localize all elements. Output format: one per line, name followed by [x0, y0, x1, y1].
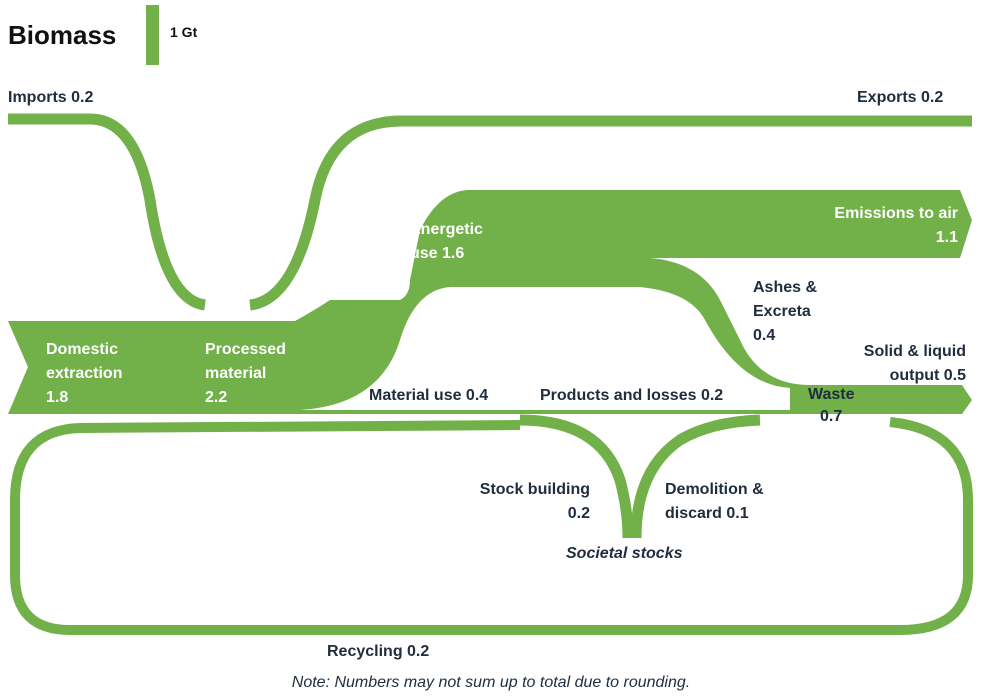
label-recycling: Recycling 0.2: [327, 643, 430, 660]
legend-scale-bar: [146, 5, 159, 65]
flow-exports: [248, 115, 972, 311]
page-title: Biomass: [8, 20, 117, 50]
label-societal-stocks: Societal stocks: [566, 545, 683, 562]
label-solid-liquid-output: Solid & liquid output 0.5: [863, 343, 966, 384]
label-processed-material: Processed material 2.2: [205, 341, 286, 406]
label-imports: Imports 0.2: [8, 89, 94, 106]
legend-scale-label: 1 Gt: [170, 24, 198, 40]
label-material-use: Material use 0.4: [369, 387, 489, 404]
label-domestic-extraction: Domestic extraction 1.8: [46, 341, 123, 406]
label-exports: Exports 0.2: [857, 89, 944, 106]
flow-imports: [8, 113, 207, 311]
label-waste: Waste 0.7: [808, 386, 855, 425]
flow-demolition: [630, 414, 761, 539]
flow-gap-cutout: [300, 287, 790, 410]
label-stock-building: Stock building 0.2: [479, 481, 590, 522]
label-ashes-excreta: Ashes & Excreta 0.4: [753, 279, 818, 344]
label-products-losses: Products and losses 0.2: [540, 387, 724, 404]
label-demolition-discard: Demolition & discard 0.1: [665, 481, 764, 522]
footnote: Note: Numbers may not sum up to total du…: [291, 674, 691, 691]
label-energetic-use: Energetic use 1.6: [410, 221, 483, 262]
label-emissions-to-air: Emissions to air 1.1: [834, 205, 958, 246]
flow-stock-building: [519, 414, 634, 539]
flow-recycling: [10, 417, 973, 635]
